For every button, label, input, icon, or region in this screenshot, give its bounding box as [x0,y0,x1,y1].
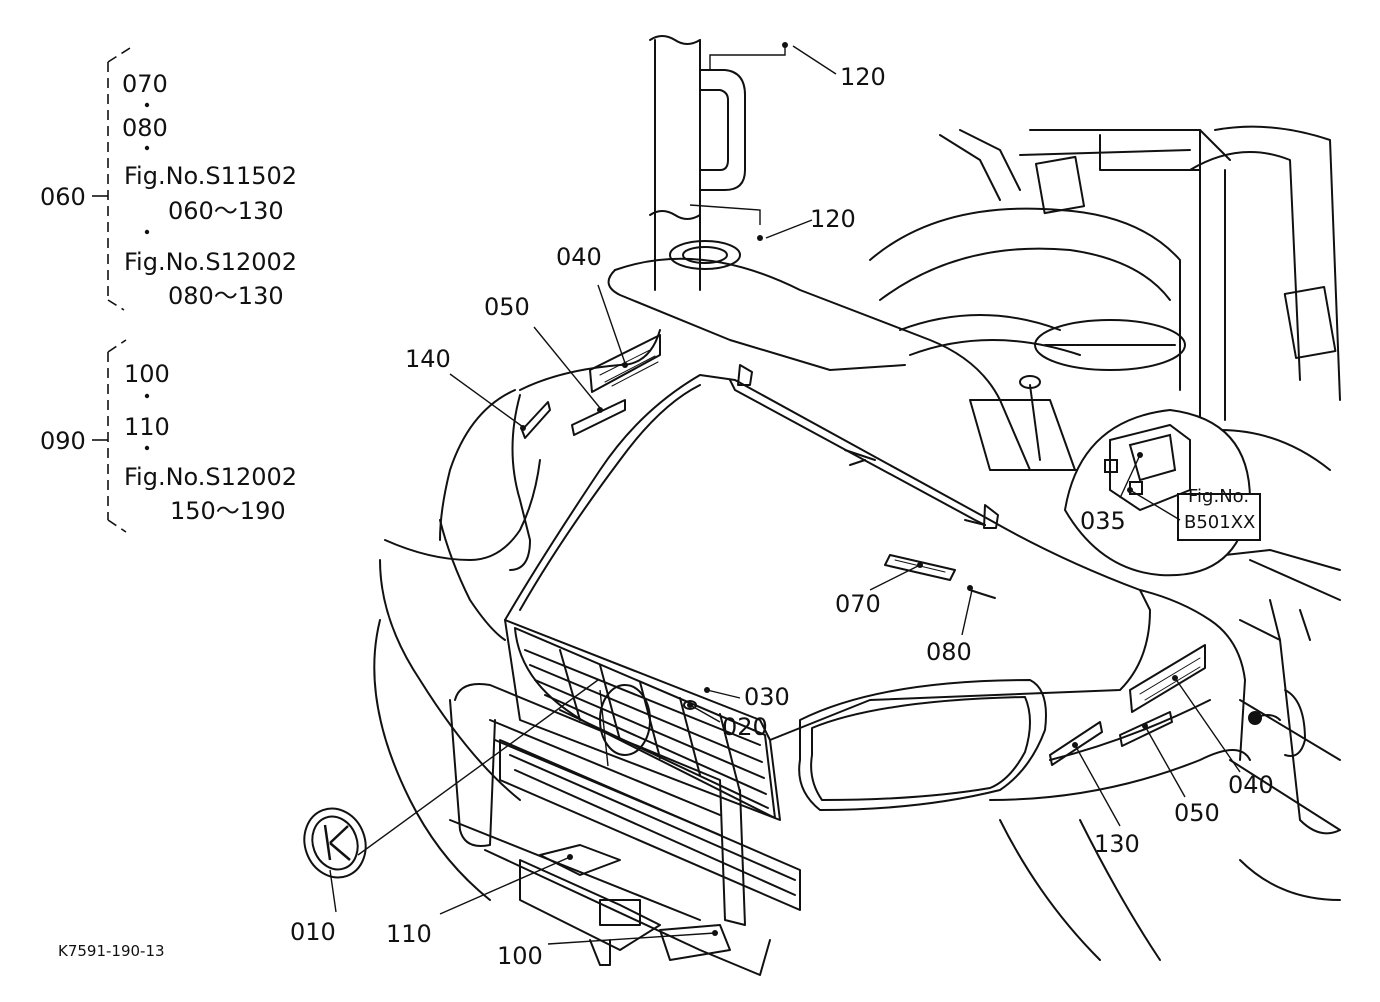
group-060-item: 060～130 [168,197,284,225]
right-headlight [798,679,1047,811]
group-060-item: 070 [122,70,168,98]
washer-020 [683,700,697,710]
group-060-item: Fig.No.S11502 [124,162,298,190]
group-060-item: 080 [122,114,168,142]
drawing-code: K7591-190-13 [58,942,165,960]
callout-050-left: 050 [484,293,530,321]
callout-030: 030 [744,683,790,711]
callout-140: 140 [405,345,451,373]
callout-020: 020 [722,713,768,741]
callout-080: 080 [926,638,972,666]
group-090-item: 110 [124,413,170,441]
callout-100: 100 [497,942,543,970]
callout-050-right: 050 [1174,799,1220,827]
callout-040-right: 040 [1228,771,1274,799]
callout-070: 070 [835,590,881,618]
callout-110: 110 [386,920,432,948]
callout-035: 035 [1080,507,1126,535]
emblem-part-010 [303,807,367,879]
group-060-item: Fig.No.S12002 [124,248,298,276]
group-090-item: Fig.No.S12002 [124,463,298,491]
group-060-item: 080～130 [168,282,284,310]
inset-fig-label: Fig.No. [1188,486,1250,507]
group-090-item: 150～190 [170,497,286,525]
callout-010: 010 [290,918,336,946]
inset-fig-ref: B501XX [1184,512,1256,533]
group-brackets [92,47,131,533]
group-090-label: 090 [40,427,86,455]
rops-post [654,39,701,291]
hood-outline [504,374,1151,741]
detail-inset [1063,408,1261,577]
callout-130: 130 [1094,830,1140,858]
group-090-item: 100 [124,360,170,388]
callout-120-mid: 120 [810,205,856,233]
callout-120-top: 120 [840,63,886,91]
grab-handle [699,69,746,191]
callout-040-left: 040 [556,243,602,271]
group-060-label: 060 [40,183,86,211]
front-bumper [449,699,496,847]
